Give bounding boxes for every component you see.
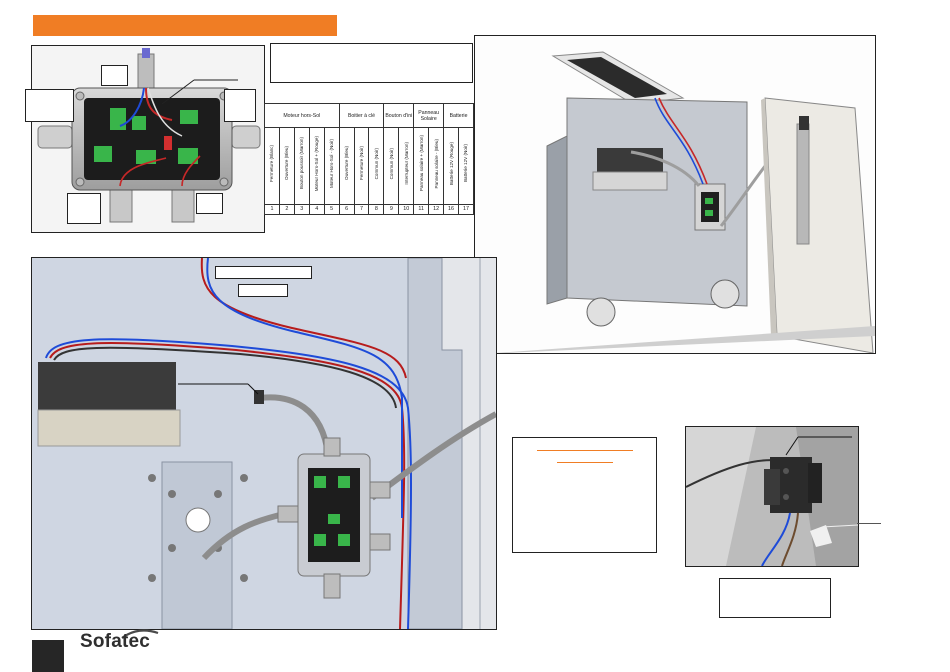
wiring-group-header: Boitier à clé: [338, 102, 385, 129]
callout-box: [25, 89, 74, 122]
wiring-terminal-number: 16: [443, 203, 459, 216]
wiring-terminal-number: 3: [293, 203, 310, 216]
wiring-wire-cell: Commun (Noir): [368, 127, 385, 205]
wiring-wire-label: Panneau solaire - (Bleu): [433, 138, 439, 189]
wiring-terminal-number: 10: [398, 203, 415, 216]
wiring-wire-cell: Panneau solaire - (Bleu): [428, 127, 445, 205]
wiring-wire-label: Ouverture (Bleu): [284, 146, 290, 181]
wiring-wire-cell: Bouton poussoir (Marron): [293, 127, 310, 205]
wiring-wire-cell: Moteur Hors-Sol - (Noir): [323, 127, 340, 205]
wiring-wire-cell: Interrupteur (Marron): [398, 127, 415, 205]
switch-illustration: [686, 427, 858, 566]
leader-line: [857, 523, 881, 524]
wiring-terminal-number: 4: [308, 203, 325, 216]
wiring-terminal-number: 17: [457, 203, 475, 216]
wiring-terminal-number: 9: [383, 203, 400, 216]
enclosure-photo: [474, 35, 876, 354]
callout-box: [238, 284, 288, 297]
wiring-terminal-number: 1: [264, 203, 280, 216]
wiring-group-header: Panneau Solaire: [413, 102, 445, 129]
enclosure-illustration: [495, 51, 875, 353]
callout-box: [719, 578, 831, 618]
junction-box-illustration: [37, 48, 261, 223]
wiring-wire-label: Moteur Hors-Sol + (Rouge): [314, 135, 320, 191]
wiring-wire-cell: Fermeture (Noir): [353, 127, 370, 205]
wiring-wire-label: Commun (Noir): [373, 147, 379, 179]
wiring-wire-label: Interrupteur (Marron): [403, 141, 409, 185]
logo-arc-icon: [121, 629, 159, 639]
wiring-wire-label: Fermeture (Blanc): [269, 144, 275, 182]
notes-box: [512, 437, 657, 553]
wiring-group-header: Batterie: [443, 102, 474, 129]
wiring-terminal-number: 12: [428, 203, 445, 216]
wiring-wire-label: Batterie 12V (Rouge): [448, 141, 454, 185]
wiring-wire-cell: Fermeture (Blanc): [264, 127, 280, 205]
wiring-wire-label: Bouton poussoir (Marron): [299, 137, 305, 190]
note-rule: [537, 450, 633, 451]
wiring-wire-cell: Batterie 12V (Rouge): [443, 127, 459, 205]
wiring-wire-cell: Ouverture (Bleu): [338, 127, 355, 205]
footer-block: [32, 640, 64, 672]
wiring-wire-label: Ouverture (Bleu): [344, 146, 350, 181]
interior-illustration: [37, 258, 496, 629]
note-rule: [557, 462, 613, 463]
callout-box: [196, 193, 223, 214]
callout-box: [101, 65, 128, 86]
switch-photo: [685, 426, 859, 567]
wiring-terminal-number: 2: [278, 203, 295, 216]
wiring-wire-cell: Ouverture (Bleu): [278, 127, 295, 205]
wiring-terminal-number: 7: [353, 203, 370, 216]
wiring-wire-cell: Moteur Hors-Sol + (Rouge): [308, 127, 325, 205]
wiring-wire-label: Batterie 12V (Noir): [463, 144, 469, 183]
header-accent-bar: [33, 15, 337, 36]
wiring-terminal-number: 11: [413, 203, 430, 216]
wiring-terminal-number: 6: [338, 203, 355, 216]
wiring-wire-label: Moteur Hors-Sol - (Noir): [329, 138, 335, 188]
wiring-wire-cell: Batterie 12V (Noir): [457, 127, 475, 205]
wiring-wire-label: Panneau solaire + (Marron): [418, 135, 424, 192]
note-box: [270, 43, 473, 83]
wiring-wire-cell: Commun (Noir): [383, 127, 400, 205]
wiring-group-header: Moteur hors-Sol: [264, 102, 340, 129]
wiring-terminal-number: 5: [323, 203, 340, 216]
wiring-group-header: Bouton d'ini: [383, 102, 415, 129]
callout-box: [67, 193, 101, 224]
company-logo: Sofatec: [80, 631, 151, 652]
callout-box: [224, 89, 256, 122]
interior-photo: [31, 257, 497, 630]
wiring-wire-cell: Panneau solaire + (Marron): [413, 127, 430, 205]
wiring-wire-label: Commun (Noir): [388, 147, 394, 179]
wiring-wire-label: Fermeture (Noir): [358, 146, 364, 181]
wiring-terminal-number: 8: [368, 203, 385, 216]
callout-box: [215, 266, 312, 279]
